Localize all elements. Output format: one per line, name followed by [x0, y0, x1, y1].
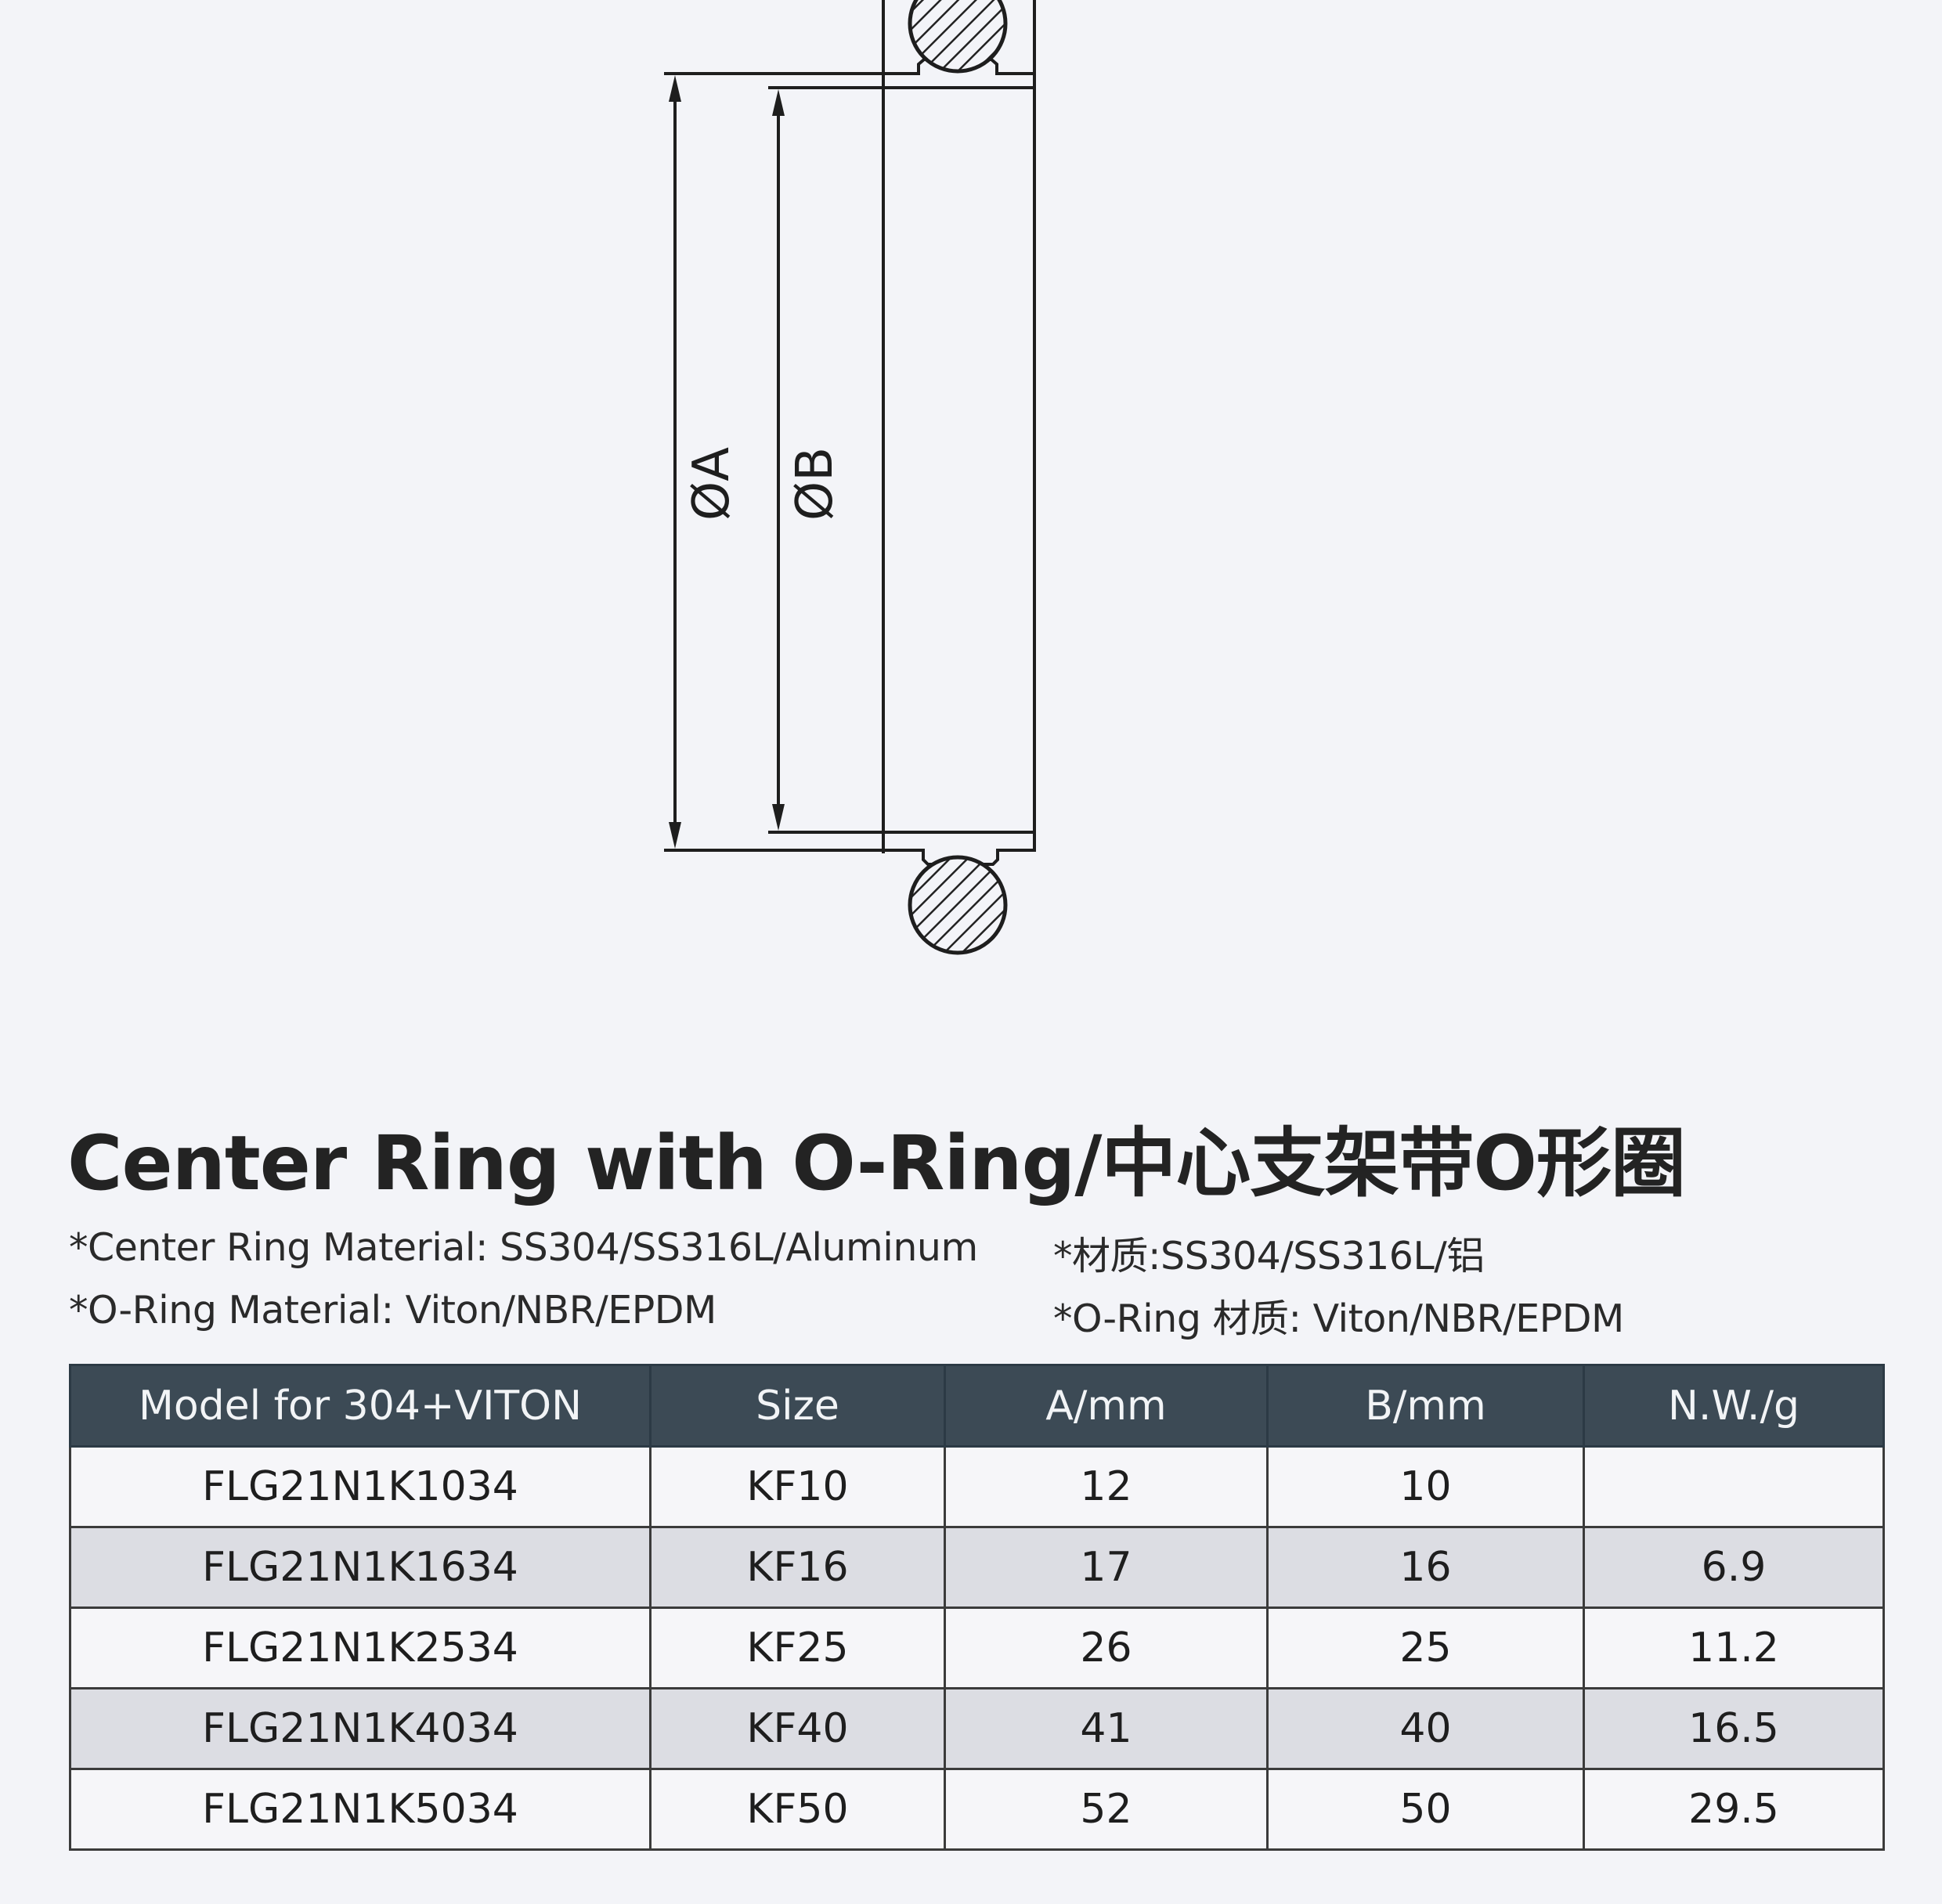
- cell-a: 17: [944, 1526, 1269, 1609]
- table-header-row: Model for 304+VITON Size A/mm B/mm N.W./…: [69, 1364, 1885, 1448]
- header-net-weight: N.W./g: [1583, 1364, 1885, 1448]
- header-model: Model for 304+VITON: [69, 1364, 652, 1448]
- cell-a: 26: [944, 1606, 1269, 1689]
- table-row: FLG21N1K5034 KF50 52 50 29.5: [69, 1768, 1885, 1851]
- specification-table: Model for 304+VITON Size A/mm B/mm N.W./…: [69, 1364, 1885, 1851]
- page-title: Center Ring with O-Ring/中心支架带O形圈: [67, 1120, 1686, 1207]
- cell-size: KF10: [649, 1445, 946, 1528]
- center-ring-material-note: *Center Ring Material: SS304/SS316L/Alum…: [69, 1225, 978, 1270]
- cell-a: 12: [944, 1445, 1269, 1528]
- table-row: FLG21N1K1634 KF16 17 16 6.9: [69, 1526, 1885, 1609]
- oring-material-note-cn: *O-Ring 材质: Viton/NBR/EPDM: [1053, 1296, 1624, 1341]
- cell-weight: 29.5: [1583, 1768, 1885, 1851]
- dimension-a: [664, 72, 883, 852]
- header-a-mm: A/mm: [944, 1364, 1269, 1448]
- oring-section-bottom: [908, 855, 1008, 955]
- cell-weight: 6.9: [1583, 1526, 1885, 1609]
- table-row: FLG21N1K1034 KF10 12 10: [69, 1445, 1885, 1528]
- dimension-b: [768, 86, 883, 831]
- cell-weight: 16.5: [1583, 1687, 1885, 1770]
- table-row: FLG21N1K2534 KF25 26 25 11.2: [69, 1606, 1885, 1689]
- cell-b: 10: [1266, 1445, 1585, 1528]
- center-ring-material-note-cn: *材质:SS304/SS316L/铝: [1053, 1234, 1485, 1278]
- cell-model: FLG21N1K1634: [69, 1526, 652, 1609]
- header-b-mm: B/mm: [1266, 1364, 1585, 1448]
- cell-model: FLG21N1K2534: [69, 1606, 652, 1689]
- cell-size: KF25: [649, 1606, 946, 1689]
- cell-a: 52: [944, 1768, 1269, 1851]
- cell-model: FLG21N1K5034: [69, 1768, 652, 1851]
- dimension-a-label: ØA: [683, 447, 741, 521]
- cell-model: FLG21N1K4034: [69, 1687, 652, 1770]
- cell-a: 41: [944, 1687, 1269, 1770]
- cell-b: 50: [1266, 1768, 1585, 1851]
- ring-body: [768, 0, 1036, 866]
- table-row: FLG21N1K4034 KF40 41 40 16.5: [69, 1687, 1885, 1770]
- cell-weight: 11.2: [1583, 1606, 1885, 1689]
- cell-weight: [1583, 1445, 1885, 1528]
- header-size: Size: [649, 1364, 946, 1448]
- dimension-b-label: ØB: [786, 447, 844, 521]
- cell-b: 25: [1266, 1606, 1585, 1689]
- cell-size: KF16: [649, 1526, 946, 1609]
- cell-size: KF40: [649, 1687, 946, 1770]
- cell-b: 40: [1266, 1687, 1585, 1770]
- cell-size: KF50: [649, 1768, 946, 1851]
- cell-model: FLG21N1K1034: [69, 1445, 652, 1528]
- oring-material-note: *O-Ring Material: Viton/NBR/EPDM: [69, 1288, 717, 1332]
- center-ring-cross-section-drawing: ØA ØB: [664, 0, 1036, 955]
- cell-b: 16: [1266, 1526, 1585, 1609]
- oring-section-top: [908, 0, 1008, 74]
